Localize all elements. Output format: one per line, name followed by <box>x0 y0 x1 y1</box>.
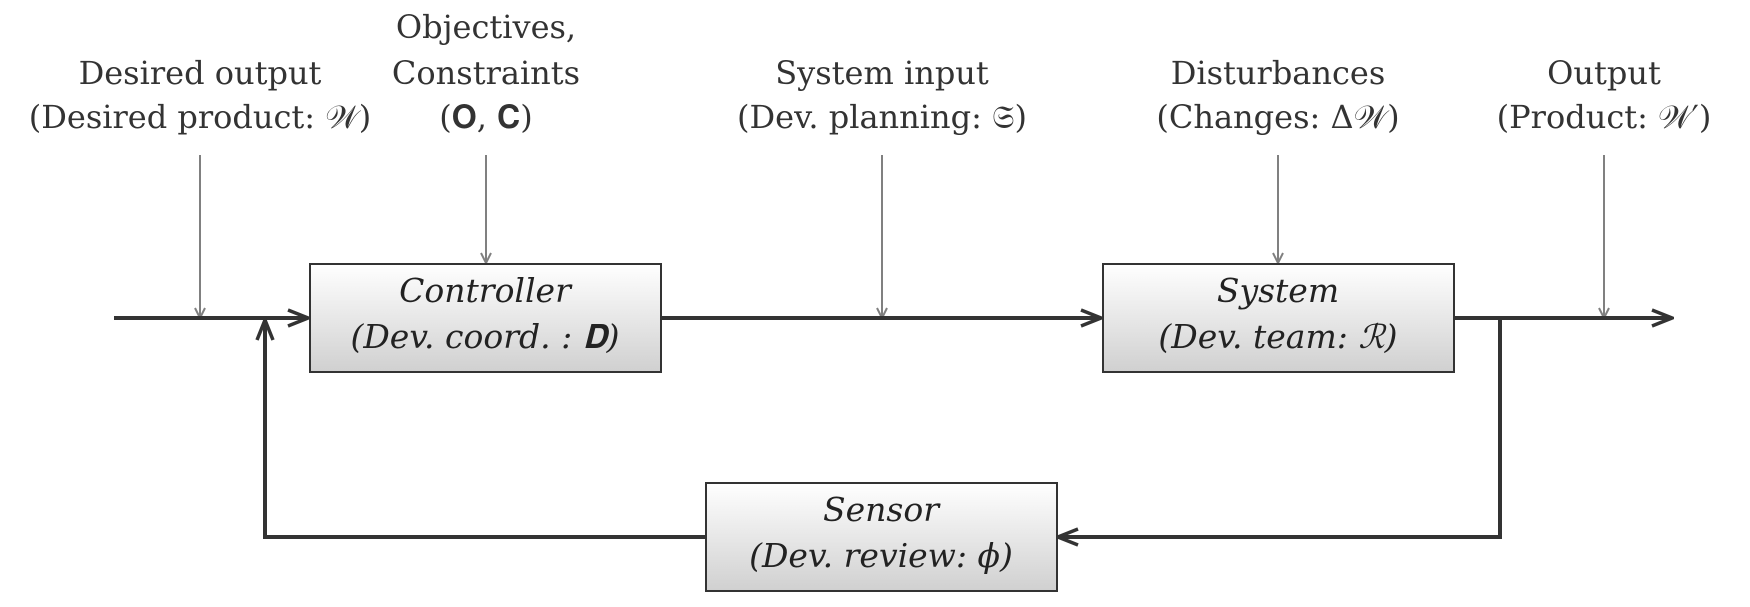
output-label: Output (Product: 𝒲′) <box>1497 54 1712 136</box>
disturbances-label: Disturbances (Changes: Δ𝒲) <box>1156 54 1399 136</box>
desired-output-title: Desired output <box>79 54 322 92</box>
system-block: System (Dev. team: ℛ) <box>1102 263 1455 373</box>
system-subtitle: (Dev. team: ℛ) <box>1158 317 1397 356</box>
system-input-label: System input (Dev. planning: 𝔖) <box>737 54 1027 136</box>
disturbances-subtitle: (Changes: Δ𝒲) <box>1156 98 1399 136</box>
feedback-to-summing-line <box>265 320 706 539</box>
output-title: Output <box>1547 54 1661 92</box>
disturbances-title: Disturbances <box>1171 54 1386 92</box>
system-input-subtitle: (Dev. planning: 𝔖) <box>737 98 1027 136</box>
objectives-symbols: (𝐎, 𝐂) <box>439 98 532 136</box>
objectives-label: Objectives, Constraints (𝐎, 𝐂) <box>392 8 580 136</box>
desired-output-subtitle: (Desired product: 𝒲) <box>29 98 372 136</box>
controller-box <box>309 263 662 373</box>
objectives-title: Objectives, <box>396 8 576 46</box>
controller-subtitle: (Dev. coord. : 𝐃) <box>350 317 619 356</box>
system-input-title: System input <box>775 54 989 92</box>
controller-block: Controller (Dev. coord. : 𝐃) <box>309 263 662 373</box>
constraints-title: Constraints <box>392 54 580 92</box>
feedback-to-sensor-line <box>1058 318 1502 537</box>
system-box <box>1102 263 1455 373</box>
system-title: System <box>1217 271 1339 310</box>
sensor-subtitle: (Dev. review: ϕ) <box>749 536 1013 575</box>
desired-output-label: Desired output (Desired product: 𝒲) <box>29 54 372 136</box>
sensor-block: Sensor (Dev. review: ϕ) <box>705 482 1058 592</box>
sensor-box <box>705 482 1058 592</box>
controller-title: Controller <box>399 271 573 310</box>
sensor-title: Sensor <box>823 490 941 529</box>
output-subtitle: (Product: 𝒲′) <box>1497 98 1712 136</box>
